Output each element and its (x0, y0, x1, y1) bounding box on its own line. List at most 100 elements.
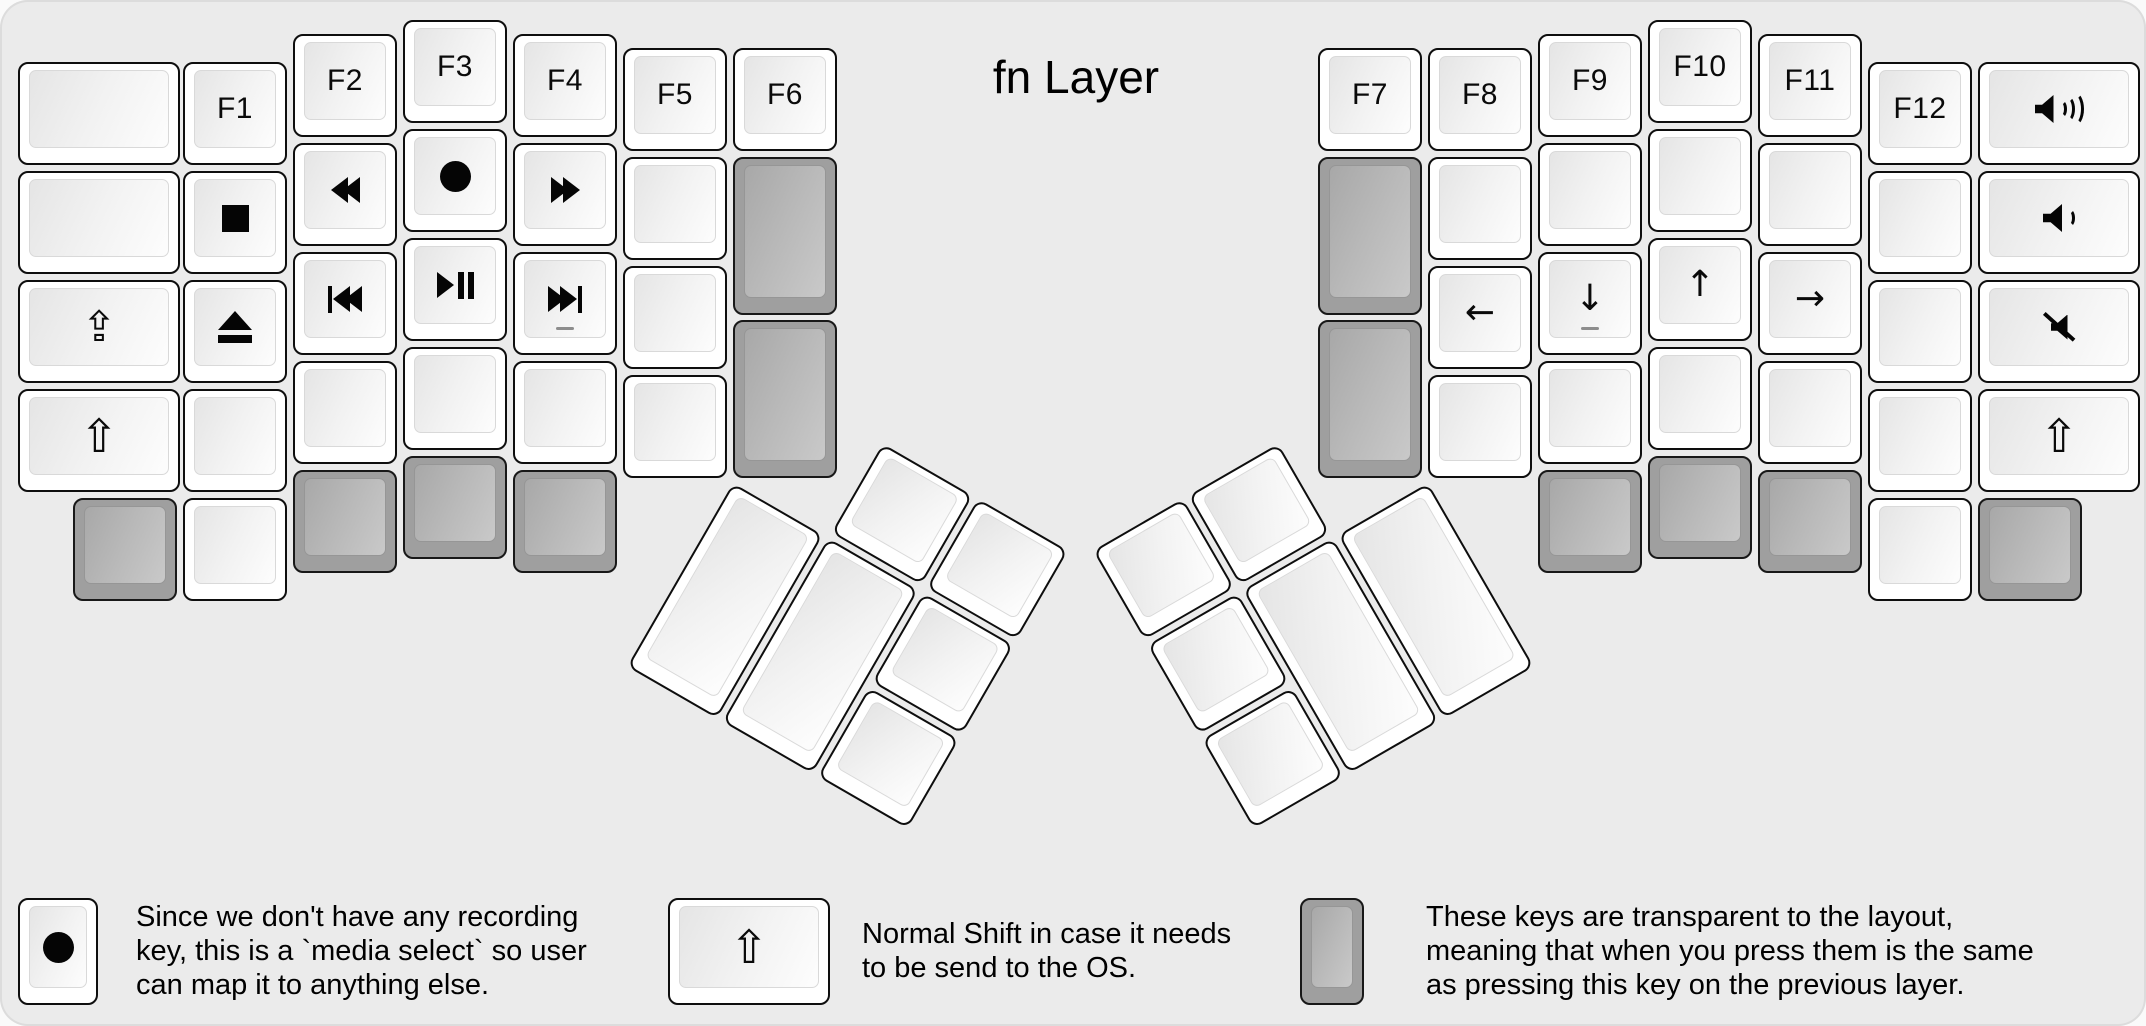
keycap-surface: F1 (194, 70, 276, 148)
key-fast-forward[interactable] (513, 143, 617, 246)
key-arrow-up[interactable]: ↑ (1648, 238, 1752, 341)
key-blank[interactable] (623, 266, 727, 369)
key-blank[interactable] (623, 157, 727, 260)
key-f5[interactable]: F5 (623, 48, 727, 151)
key-blank[interactable] (1758, 143, 1862, 246)
key-transparent[interactable] (1648, 456, 1752, 559)
key-blank[interactable] (1428, 375, 1532, 478)
key-blank[interactable] (18, 171, 180, 274)
keycap-surface: ⇧ (1989, 397, 2129, 475)
key-blank[interactable] (1648, 129, 1752, 232)
key-transparent[interactable] (293, 470, 397, 573)
legend-key-shift[interactable]: ⇧ (668, 898, 830, 1005)
key-blank[interactable] (1758, 361, 1862, 464)
key-rewind[interactable] (293, 143, 397, 246)
key-arrow-left[interactable]: ← (1428, 266, 1532, 369)
next-track-icon (548, 285, 582, 313)
keycap-surface: F7 (1329, 56, 1411, 134)
keycap-surface: F9 (1549, 42, 1631, 120)
key-label: F3 (436, 50, 473, 83)
keycap-surface (304, 151, 386, 229)
key-f1[interactable]: F1 (183, 62, 287, 165)
key-arrow-right[interactable]: → (1758, 252, 1862, 355)
keycap-surface (414, 464, 496, 542)
key-f2[interactable]: F2 (293, 34, 397, 137)
key-record[interactable] (403, 129, 507, 232)
key-blank[interactable] (1538, 361, 1642, 464)
key-transparent[interactable] (403, 456, 507, 559)
keycap-surface (1439, 383, 1521, 461)
key-transparent[interactable] (1318, 157, 1422, 315)
key-transparent[interactable] (1318, 320, 1422, 478)
keycap-surface (524, 260, 606, 338)
keycap-surface: F5 (634, 56, 716, 134)
legend-key-transparent[interactable] (1300, 898, 1364, 1005)
key-f8[interactable]: F8 (1428, 48, 1532, 151)
key-volume-up[interactable] (1978, 62, 2140, 165)
keycap-surface: F6 (744, 56, 826, 134)
key-transparent[interactable] (73, 498, 177, 601)
key-volume-down[interactable] (1978, 171, 2140, 274)
keycap-surface (634, 165, 716, 243)
key-eject[interactable] (183, 280, 287, 383)
key-blank[interactable] (18, 62, 180, 165)
key-transparent[interactable] (733, 320, 837, 478)
keycap-surface (1201, 456, 1312, 565)
key-f9[interactable]: F9 (1538, 34, 1642, 137)
keycap-surface: ↑ (1659, 246, 1741, 324)
keycap-surface: F12 (1879, 70, 1961, 148)
key-blank[interactable] (1868, 389, 1972, 492)
key-f6[interactable]: F6 (733, 48, 837, 151)
key-blank[interactable] (293, 361, 397, 464)
key-blank[interactable] (1648, 347, 1752, 450)
key-transparent[interactable] (1758, 470, 1862, 573)
key-f7[interactable]: F7 (1318, 48, 1422, 151)
key-blank[interactable] (1868, 498, 1972, 601)
key-transparent[interactable] (1538, 470, 1642, 573)
key-blank[interactable] (1538, 143, 1642, 246)
key-label: F4 (546, 64, 583, 97)
key-label: F9 (1571, 64, 1608, 97)
keycap-surface: F11 (1769, 42, 1851, 120)
key-play-pause[interactable] (403, 238, 507, 341)
key-blank[interactable] (1428, 157, 1532, 260)
key-transparent[interactable] (733, 157, 837, 315)
key-shift[interactable]: ⇧ (18, 389, 180, 492)
key-next-track[interactable] (513, 252, 617, 355)
key-blank[interactable] (183, 389, 287, 492)
keycap-surface (1160, 605, 1271, 714)
keycap-surface (849, 456, 960, 565)
keycap-surface (524, 369, 606, 447)
keycap-surface (194, 506, 276, 584)
key-f12[interactable]: F12 (1868, 62, 1972, 165)
key-blank[interactable] (403, 347, 507, 450)
key-f4[interactable]: F4 (513, 34, 617, 137)
keycap-surface (414, 137, 496, 215)
keycap-surface (194, 288, 276, 366)
legend-key-record[interactable] (18, 898, 98, 1005)
key-arrow-down[interactable]: ↓ (1538, 252, 1642, 355)
key-mute[interactable] (1978, 280, 2140, 383)
key-blank[interactable] (1868, 171, 1972, 274)
key-prev-track[interactable] (293, 252, 397, 355)
keycap-surface (1549, 478, 1631, 556)
key-transparent[interactable] (1978, 498, 2082, 601)
keycap-surface (84, 506, 166, 584)
key-blank[interactable] (183, 498, 287, 601)
key-stop[interactable] (183, 171, 287, 274)
key-f11[interactable]: F11 (1758, 34, 1862, 137)
key-blank[interactable] (513, 361, 617, 464)
key-transparent[interactable] (513, 470, 617, 573)
key-f10[interactable]: F10 (1648, 20, 1752, 123)
key-blank[interactable] (623, 375, 727, 478)
key-shift[interactable]: ⇧ (1978, 389, 2140, 492)
key-blank[interactable] (1868, 280, 1972, 383)
key-f3[interactable]: F3 (403, 20, 507, 123)
key-label: F11 (1784, 64, 1836, 97)
arrow-down-icon: ↓ (1574, 278, 1606, 319)
key-label: F1 (216, 92, 253, 125)
key-capslock[interactable]: ⇪ (18, 280, 180, 383)
keycap-surface: ↓ (1549, 260, 1631, 338)
keycap-surface: → (1769, 260, 1851, 338)
